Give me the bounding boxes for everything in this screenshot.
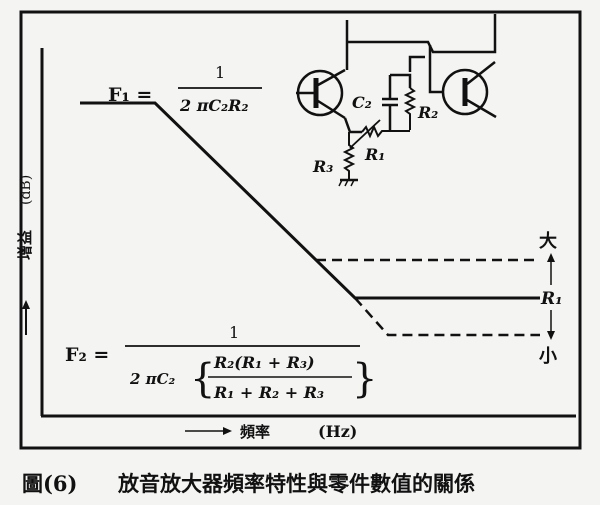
y-axis-unit: (dB): [18, 175, 34, 205]
label-low: 小: [539, 346, 557, 367]
f1-numerator: 1: [215, 63, 225, 82]
response-curve-low: [354, 297, 540, 337]
label-r1: R₁: [364, 145, 385, 164]
formula-f2: F₂ = 1 2 πC₂ { R₂(R₁ + R₃) R₁ + R₂ + R₃ …: [65, 323, 377, 402]
label-r2: R₂: [417, 103, 438, 122]
f1-denominator: 2 πC₂R₂: [179, 96, 248, 115]
y-axis-title: 增益: [16, 230, 34, 260]
wire: [466, 98, 497, 119]
ground-hatch: [344, 179, 349, 187]
y-axis-label: 增益 (dB): [16, 175, 34, 335]
ground-hatch: [338, 179, 343, 187]
label-high: 大: [539, 230, 557, 252]
label-r1: R₁: [540, 289, 563, 309]
resistor-r1-icon: [361, 124, 410, 139]
label-c2: C₂: [352, 93, 372, 112]
label-r3: R₃: [312, 157, 333, 176]
response-curve-r1: [80, 101, 540, 300]
figure-number: 圖(6): [22, 471, 77, 496]
wire: [466, 61, 496, 85]
wire: [343, 117, 362, 134]
f2-inner-denominator: R₁ + R₂ + R₃: [213, 383, 324, 402]
figure-frame: [19, 10, 582, 450]
variable-arrow-icon: [349, 119, 381, 149]
x-axis-label: 頻率 (Hz): [185, 422, 357, 441]
left-brace: {: [190, 356, 215, 402]
f2-lhs: F₂ =: [65, 344, 109, 366]
wire: [317, 68, 346, 87]
x-axis-unit: (Hz): [318, 422, 357, 441]
wire: [428, 45, 443, 94]
wire: [408, 55, 425, 72]
x-axis-title: 頻率: [240, 423, 270, 441]
wire: [390, 73, 412, 88]
right-brace: }: [352, 356, 377, 402]
f2-numerator: 1: [229, 323, 239, 342]
r1-indicator: 大 R₁ 小: [539, 230, 563, 367]
wire: [347, 14, 497, 54]
f2-denominator-prefix: 2 πC₂: [129, 370, 176, 388]
f1-lhs: F₁ =: [108, 84, 152, 106]
arrowhead-up-icon: [547, 253, 555, 262]
formula-f1: F₁ = 1 2 πC₂R₂: [108, 63, 262, 115]
x-arrowhead-icon: [223, 427, 232, 435]
resistor-r2-icon: [403, 87, 417, 130]
arrowhead-down-icon: [547, 331, 555, 340]
f2-inner-numerator: R₂(R₁ + R₃): [213, 353, 315, 372]
y-arrowhead-icon: [22, 300, 30, 309]
wire: [317, 99, 346, 120]
resistor-r3-icon: [342, 132, 356, 180]
circuit-schematic: [296, 14, 497, 187]
figure-caption: 放音放大器頻率特性與零件數值的關係: [117, 471, 475, 496]
ground-hatch: [350, 179, 355, 187]
